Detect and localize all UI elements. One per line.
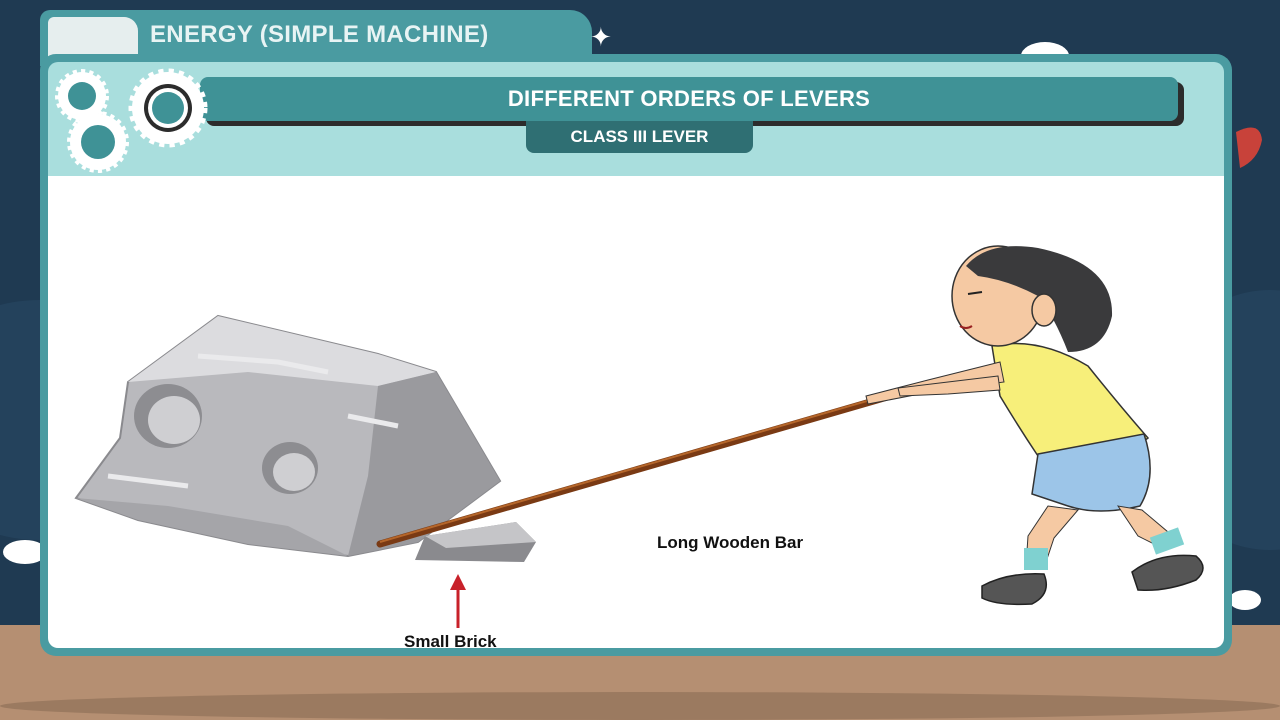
bar-label: Long Wooden Bar: [657, 533, 804, 552]
gear-icon: [128, 68, 208, 148]
cloud: [1229, 590, 1261, 610]
small-brick: [415, 522, 536, 562]
boy-pushing: [865, 245, 1204, 606]
title-banner: DIFFERENT ORDERS OF LEVERS: [200, 77, 1178, 121]
brick-label: Small Brick: [404, 632, 497, 651]
subtitle: CLASS III LEVER: [570, 127, 709, 146]
gear-icon: [67, 111, 129, 173]
subtitle-tab: CLASS III LEVER: [526, 121, 753, 153]
tab-title: ENERGY (SIMPLE MACHINE): [150, 21, 489, 48]
cloud: [3, 540, 47, 564]
wooden-bar: [376, 372, 964, 548]
title-tab-highlight: [48, 17, 138, 57]
gear-icon: [55, 69, 109, 123]
banner-title: DIFFERENT ORDERS OF LEVERS: [507, 86, 871, 111]
arrow-up-icon: [450, 574, 466, 628]
lever-scene: [74, 245, 1204, 628]
ball-icon: [1236, 127, 1262, 168]
gears-icon: [55, 68, 208, 173]
wooden-bar-highlight: [379, 373, 961, 543]
rock: [74, 314, 502, 558]
sparkle-icon: ✦: [590, 22, 612, 52]
